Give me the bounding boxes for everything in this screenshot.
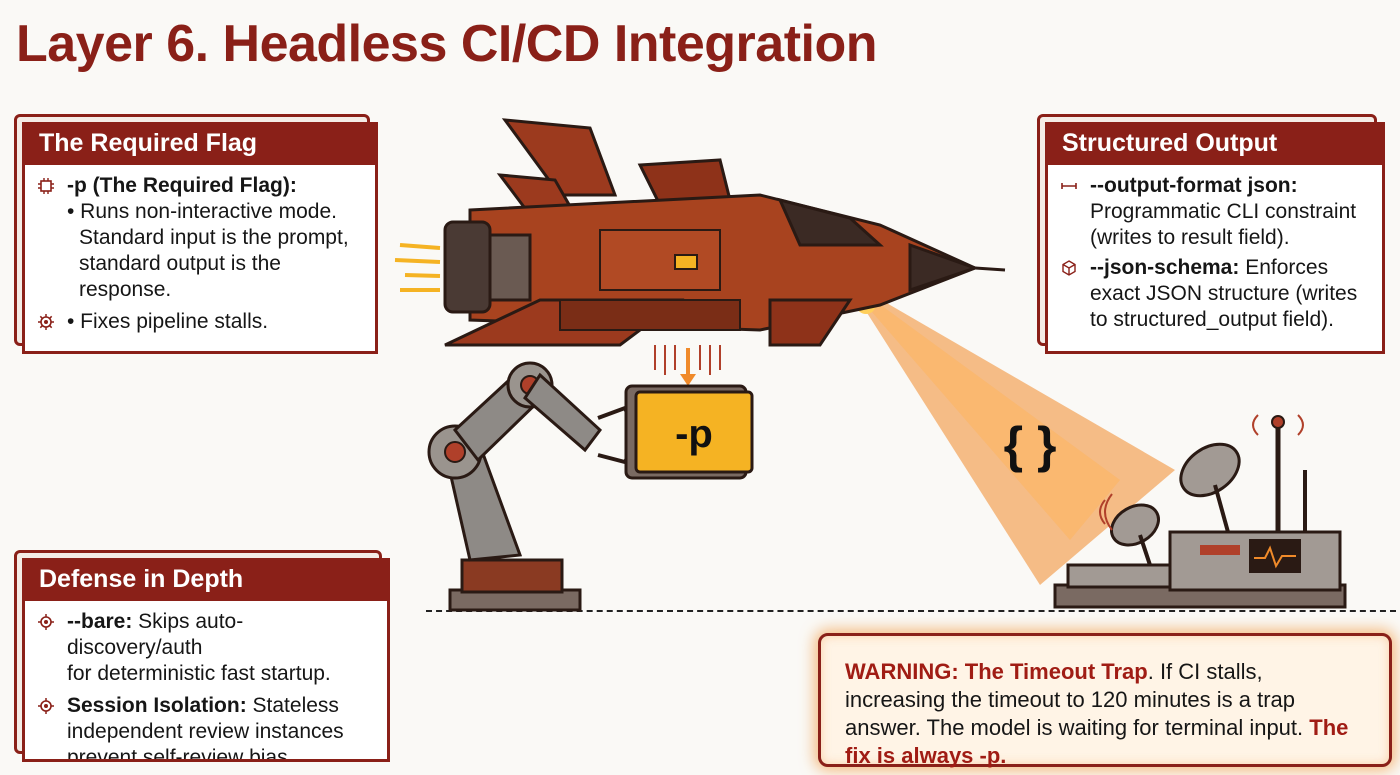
desc-line: for deterministic fast startup. bbox=[67, 662, 331, 685]
required-flag-desc: • Runs non-interactive mode. Standard in… bbox=[37, 199, 365, 303]
required-flag-item2: • Fixes pipeline stalls. bbox=[67, 310, 269, 333]
chip-icon bbox=[37, 173, 59, 199]
defense-item2-desc: independent review instances prevent sel… bbox=[37, 719, 377, 762]
spaceship-icon bbox=[394, 118, 1006, 347]
flag-card: -p bbox=[624, 384, 754, 480]
required-flag-heading: The Required Flag bbox=[25, 125, 375, 165]
gear-icon bbox=[37, 309, 59, 335]
ground-line bbox=[426, 610, 1396, 612]
structured-output-item1-desc: Programmatic CLI constraint (writes to r… bbox=[1060, 199, 1372, 251]
structured-output-panel: Structured Output --output-format json: … bbox=[1037, 114, 1385, 354]
desc-line: standard output is the bbox=[79, 252, 281, 275]
warning-fix: The fix is always -p. bbox=[845, 715, 1349, 768]
defense-item1-desc: for deterministic fast startup. bbox=[37, 661, 377, 687]
arrows-icon bbox=[1060, 173, 1082, 199]
gear-icon bbox=[37, 609, 59, 635]
item-rest: Stateless bbox=[246, 694, 339, 717]
gear-icon bbox=[37, 693, 59, 719]
warning-box: WARNING: The Timeout Trap. If CI stalls,… bbox=[818, 633, 1392, 768]
down-arrows bbox=[654, 345, 721, 386]
desc-line: (writes to result field). bbox=[1090, 226, 1290, 249]
item-rest: Enforces bbox=[1239, 256, 1329, 279]
robot-arm-icon bbox=[427, 361, 634, 612]
structured-output-item2: --json-schema: Enforces bbox=[1090, 255, 1328, 281]
item-title: --json-schema: bbox=[1090, 256, 1240, 279]
desc-line: Standard input is the prompt, bbox=[79, 226, 349, 249]
warning-label: WARNING: The Timeout Trap bbox=[845, 659, 1148, 684]
flag-card-text: -p bbox=[675, 412, 713, 456]
desc-line: independent review instances bbox=[67, 720, 344, 743]
defense-item1: --bare: Skips auto-discovery/auth bbox=[67, 609, 377, 661]
structured-output-heading: Structured Output bbox=[1048, 125, 1382, 165]
desc-line: • Runs non-interactive mode. bbox=[67, 200, 337, 223]
json-braces-text: { } bbox=[1004, 417, 1057, 473]
defense-panel: Defense in Depth --bare: Skips auto-disc… bbox=[14, 550, 390, 762]
desc-line: Programmatic CLI constraint bbox=[1090, 200, 1357, 223]
required-flag-panel: The Required Flag -p (The Required Flag)… bbox=[14, 114, 378, 354]
item-title: --bare: bbox=[67, 610, 133, 633]
desc-line: to structured_output field). bbox=[1090, 308, 1334, 331]
required-flag-item-title: -p (The Required Flag): bbox=[67, 174, 297, 197]
cube-icon bbox=[1060, 255, 1082, 281]
desc-line: response. bbox=[79, 278, 172, 301]
page-title: Layer 6. Headless CI/CD Integration bbox=[16, 15, 878, 73]
item-title: Session Isolation: bbox=[67, 694, 247, 717]
structured-output-item1-title: --output-format json: bbox=[1090, 174, 1298, 197]
item-rest: Skips auto-discovery/auth bbox=[67, 610, 244, 659]
warning-text: . If CI stalls, increasing the timeout t… bbox=[845, 659, 1310, 740]
desc-line: prevent self-review bias. bbox=[67, 746, 294, 762]
desc-line: exact JSON structure (writes bbox=[1090, 282, 1358, 305]
ground-station-icon bbox=[1053, 414, 1347, 609]
structured-output-item2-desc: exact JSON structure (writes to structur… bbox=[1060, 281, 1372, 333]
defense-heading: Defense in Depth bbox=[25, 561, 387, 601]
defense-item2: Session Isolation: Stateless bbox=[67, 693, 339, 719]
